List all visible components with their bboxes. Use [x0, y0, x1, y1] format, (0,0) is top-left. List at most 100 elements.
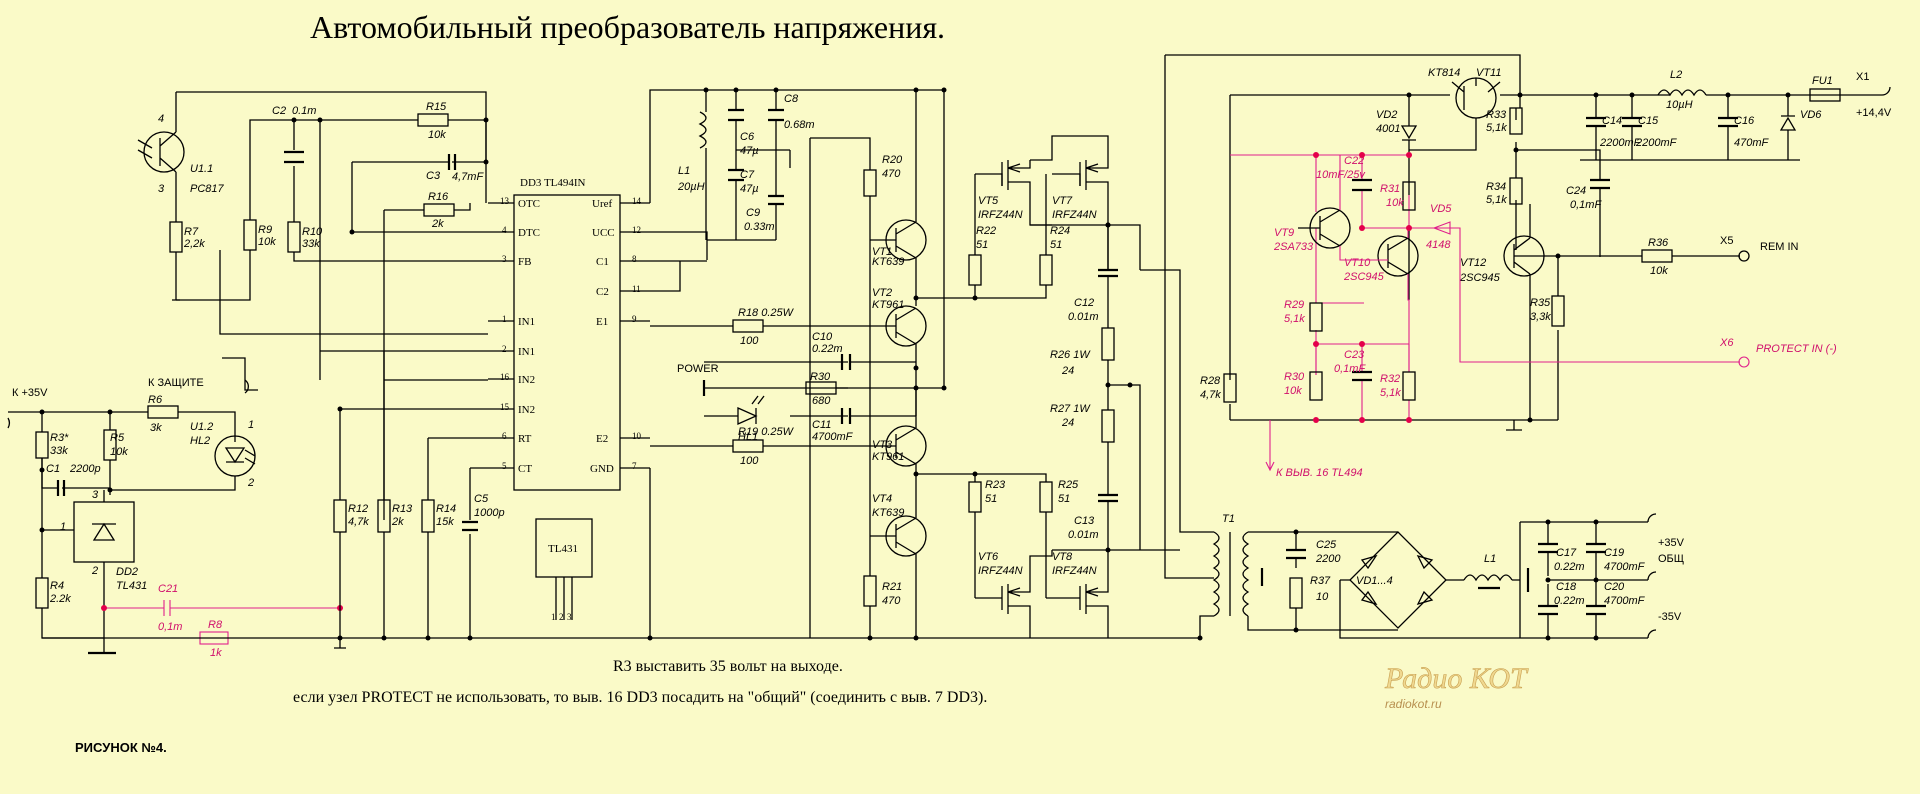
resistor-r5 — [103, 429, 117, 461]
capacitor-c8-c9 — [768, 108, 784, 206]
r26-value: 24 — [1061, 365, 1074, 377]
pin-num-3: 3 — [502, 254, 507, 264]
r28-label: R28 — [1200, 375, 1221, 387]
pin-num-2: 2 — [502, 344, 507, 354]
r19-value: 100 — [740, 455, 759, 467]
x1-voltage: +14,4V — [1856, 107, 1892, 119]
c23-label: C23 — [1344, 349, 1365, 361]
x1-label: X1 — [1856, 71, 1869, 83]
rem-in-label: REM IN — [1760, 241, 1799, 253]
resistor-r18 — [732, 319, 764, 333]
c19-value: 4700mF — [1604, 561, 1646, 573]
r18-label: R18 0.25W — [738, 307, 795, 319]
r3-label: R3* — [50, 432, 69, 444]
resistor-r7 — [169, 221, 183, 253]
l2-label: L2 — [1670, 69, 1682, 81]
out-plus-label: +35V — [1658, 537, 1685, 549]
c20-value: 4700mF — [1604, 595, 1646, 607]
vt5-label: VT5 — [978, 195, 999, 207]
pin-num-16: 16 — [500, 372, 510, 382]
mosfet-vt6: VT6 IRFZ44N — [978, 551, 1031, 620]
c9-label: C9 — [746, 207, 760, 219]
r6-label: R6 — [148, 394, 163, 406]
vt6-label: VT6 — [978, 551, 999, 563]
pin-num-8: 8 — [632, 254, 637, 264]
out-gnd-label: ОБЩ — [1658, 553, 1684, 565]
pin-num-9: 9 — [632, 314, 637, 324]
pin-num-7: 7 — [632, 461, 637, 471]
r35-value: 3,3k — [1530, 311, 1551, 323]
c1-label: C1 — [46, 463, 60, 475]
r15-value: 10k — [428, 129, 446, 141]
diode-vd5 — [1432, 221, 1461, 290]
diode-bridge-vd1-4: VD1...4 — [1349, 531, 1447, 629]
c14-label: C14 — [1602, 115, 1622, 127]
c10-label: C10 — [812, 331, 833, 343]
vt1-label: VT1 — [872, 246, 892, 258]
c8-label: C8 — [784, 93, 799, 105]
k35-label: К +35V — [12, 387, 48, 399]
c3-value: 4,7mF — [452, 171, 484, 183]
resistor-r29 — [1309, 302, 1323, 332]
c2-value: 0.1m — [292, 105, 316, 117]
note-protect: если узел PROTECT не использовать, то вы… — [293, 689, 987, 706]
r12-label: R12 — [348, 503, 368, 515]
resistor-r30 — [1309, 371, 1323, 401]
r30-value: 10k — [1284, 385, 1302, 397]
resistor-r9 — [243, 219, 257, 251]
resistor-r13 — [377, 499, 391, 533]
c24-label: C24 — [1566, 185, 1586, 197]
c13-value: 0.01m — [1068, 529, 1099, 541]
resistor-r12 — [333, 499, 347, 533]
r30-led-value: 680 — [812, 395, 831, 407]
r10-label: R10 — [302, 226, 323, 238]
r21-value: 470 — [882, 595, 901, 607]
r36-value: 10k — [1650, 265, 1668, 277]
vt4-value: KT639 — [872, 507, 904, 519]
resistor-r28 — [1223, 373, 1237, 403]
c3-label: C3 — [426, 170, 441, 182]
vt11-label: VT11 — [1476, 67, 1501, 79]
c20-label: C20 — [1604, 581, 1625, 593]
r23-label: R23 — [985, 479, 1006, 491]
c18-value: 0.22m — [1554, 595, 1585, 607]
capacitor-c22 — [1352, 178, 1372, 192]
r20-label: R20 — [882, 154, 903, 166]
r20-value: 470 — [882, 168, 901, 180]
r9-value: 10k — [258, 236, 276, 248]
u11-pin3: 3 — [158, 183, 165, 195]
r24-label: R24 — [1050, 225, 1070, 237]
transformer-t1: T1 — [1212, 513, 1264, 617]
r30-label: R30 — [1284, 371, 1305, 383]
pin-e2: E2 — [596, 433, 608, 445]
vt10-value: 2SC945 — [1343, 271, 1385, 283]
pin-num-6: 6 — [502, 431, 507, 441]
r13-label: R13 — [392, 503, 413, 515]
vd2-label: VD2 — [1376, 109, 1397, 121]
pin-e1: E1 — [596, 316, 608, 328]
vt12-value: 2SC945 — [1459, 272, 1501, 284]
optocoupler-u1-2: U1.2 HL2 1 2 — [190, 419, 256, 489]
capacitor-c5 — [462, 520, 478, 532]
tl431-pin2: 2 — [559, 612, 564, 622]
pin-in2a: IN2 — [518, 374, 535, 386]
u12-pin2: 2 — [247, 477, 254, 489]
c16-value: 470mF — [1734, 137, 1770, 149]
pin-in1b: IN1 — [518, 346, 535, 358]
vt2-label: VT2 — [872, 287, 892, 299]
r7-value: 2,2k — [183, 238, 205, 250]
l2-value: 10µH — [1666, 99, 1693, 111]
optocoupler-u1-1: 4 3 U1.1 PC817 — [137, 92, 225, 195]
c11-label: C11 — [812, 419, 831, 431]
r18-value: 100 — [740, 335, 759, 347]
transistor-vt11: KT814 VT11 — [1428, 67, 1501, 119]
pin-rt: RT — [518, 433, 532, 445]
transistor-vt2: VT2 KT961 — [872, 287, 927, 347]
r7-label: R7 — [184, 226, 199, 238]
vt8-value: IRFZ44N — [1052, 565, 1097, 577]
resistor-r25 — [1039, 481, 1053, 513]
r33-label: R33 — [1486, 109, 1507, 121]
pin-num-12: 12 — [632, 225, 641, 235]
vt6-value: IRFZ44N — [978, 565, 1023, 577]
r34-value: 5,1k — [1486, 194, 1507, 206]
